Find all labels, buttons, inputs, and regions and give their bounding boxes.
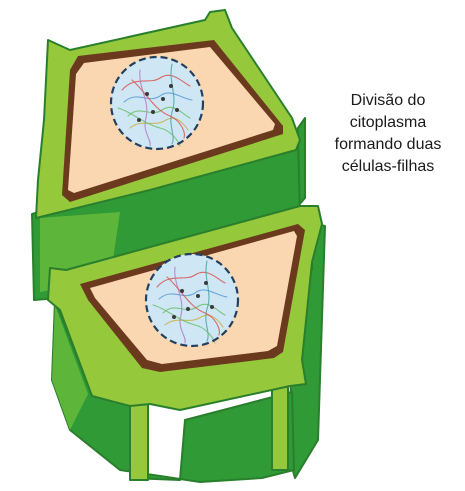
lower-cell-wall-shadow [52, 305, 88, 430]
lower-chromatin [152, 260, 228, 344]
upper-chromatin [117, 63, 193, 147]
diagram-caption: Divisão do citoplasma formando duas célu… [318, 90, 458, 178]
lower-nuclear-envelope [144, 252, 240, 348]
caption-line-4: células-filhas [341, 158, 435, 175]
lower-cell-left-post [129, 399, 149, 481]
lower-nucleoli [172, 281, 214, 319]
upper-nucleoli [137, 84, 179, 122]
upper-nuclear-envelope [109, 55, 205, 151]
lower-cell-right-post [271, 383, 289, 471]
caption-line-1: Divisão do [350, 92, 426, 109]
caption-line-2: citoplasma [349, 114, 427, 131]
caption-line-3: formando duas [334, 136, 442, 153]
